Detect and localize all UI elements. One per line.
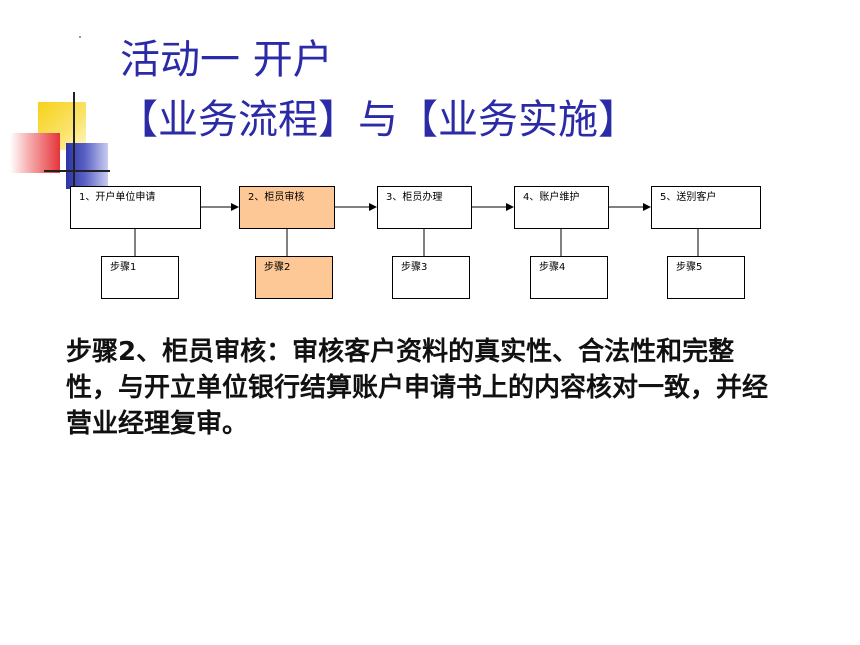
decor-vertical-line: [73, 92, 75, 188]
stage-box-3: 3、柜员办理: [377, 186, 472, 229]
step-box-1: 步骤1: [101, 256, 179, 299]
step-box-4: 步骤4: [530, 256, 608, 299]
decor-dot: [79, 36, 81, 38]
step-box-5: 步骤5: [667, 256, 745, 299]
slide-subtitle: 【业务流程】与【业务实施】: [118, 97, 638, 143]
stage-box-5: 5、送别客户: [651, 186, 761, 229]
stage-box-2: 2、柜员审核: [239, 186, 335, 229]
decor-red-square: [10, 133, 60, 173]
stage-box-4: 4、账户维护: [514, 186, 609, 229]
step-box-3: 步骤3: [392, 256, 470, 299]
stage-box-1: 1、开户单位申请: [70, 186, 201, 229]
step-box-2: 步骤2: [255, 256, 333, 299]
step-description: 步骤2、柜员审核：审核客户资料的真实性、合法性和完整性，与开立单位银行结算账户申…: [66, 337, 769, 439]
slide-title: 活动一 开户: [120, 37, 333, 83]
decor-horizontal-line: [44, 170, 110, 172]
